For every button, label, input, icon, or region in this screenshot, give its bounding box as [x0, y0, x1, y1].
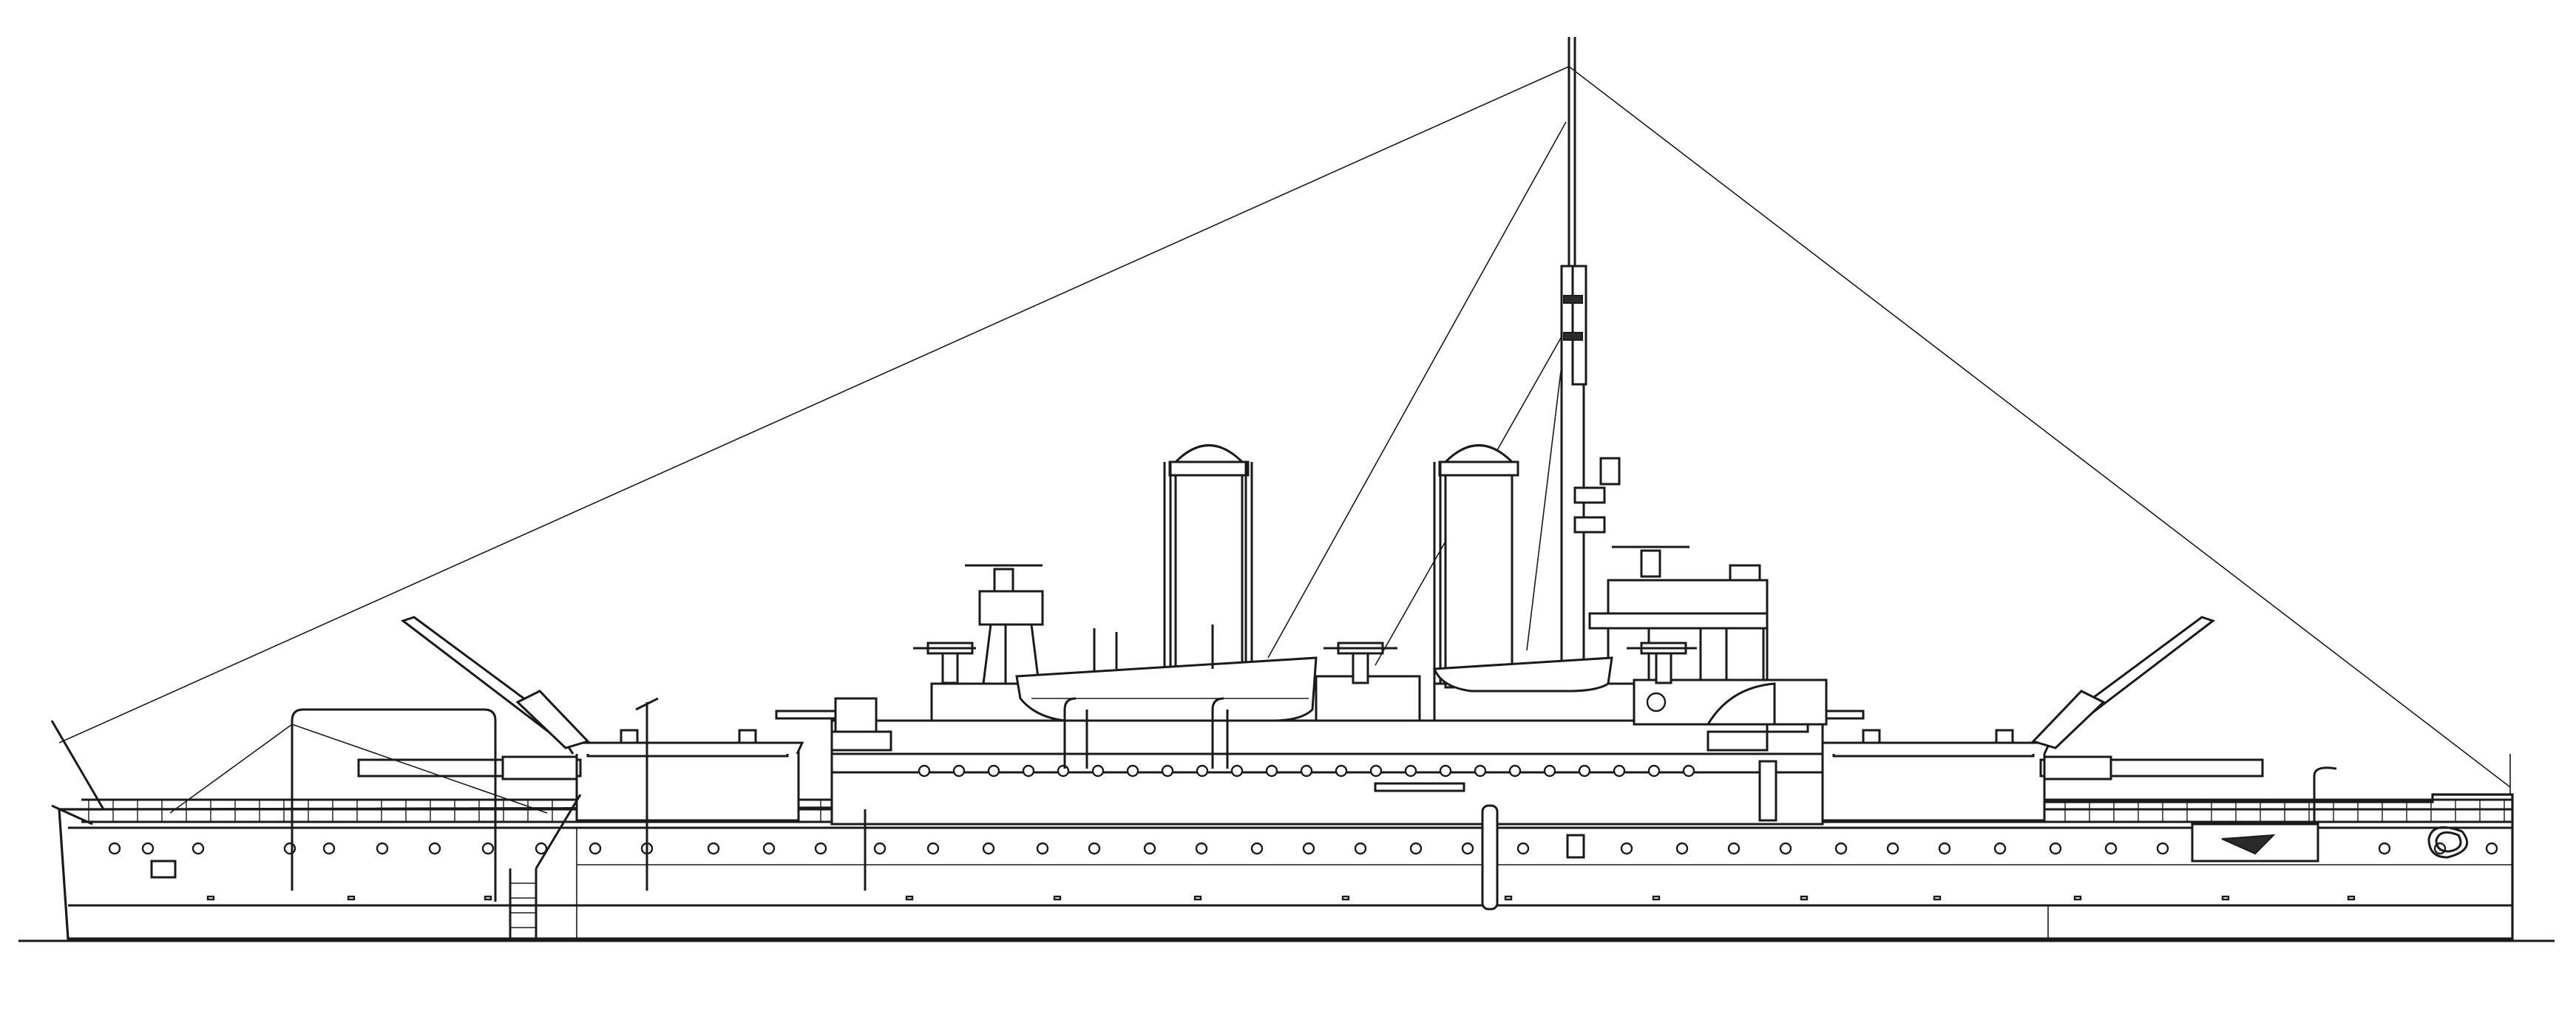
porthole	[1088, 842, 1101, 855]
porthole	[1195, 842, 1208, 855]
after-bridge	[1588, 545, 1828, 726]
scupper	[1800, 895, 1809, 901]
porthole	[1057, 764, 1070, 778]
porthole	[1516, 842, 1530, 855]
porthole	[1196, 764, 1209, 778]
porthole	[376, 842, 389, 855]
scupper	[206, 895, 215, 901]
porthole	[1779, 842, 1792, 855]
forward-funnel	[1163, 444, 1253, 689]
scupper	[2221, 895, 2230, 901]
porthole	[1543, 764, 1556, 778]
porthole	[1620, 842, 1633, 855]
porthole	[2378, 842, 2391, 855]
scupper	[1504, 895, 1513, 901]
porthole	[1091, 764, 1105, 778]
porthole	[535, 842, 548, 855]
forward-boat	[1015, 656, 1318, 722]
porthole	[982, 842, 995, 855]
scupper	[1193, 895, 1202, 901]
porthole	[1354, 842, 1367, 855]
mast	[1560, 37, 1621, 681]
porthole	[762, 842, 776, 855]
porthole	[1143, 842, 1156, 855]
scupper	[484, 895, 492, 901]
porthole	[1439, 764, 1452, 778]
scupper	[1652, 895, 1661, 901]
porthole	[1834, 842, 1848, 855]
porthole	[191, 842, 205, 855]
after-turret	[1811, 616, 2264, 822]
porthole	[1727, 842, 1741, 855]
accommodation-ladder	[509, 794, 582, 939]
scupper	[347, 895, 356, 901]
porthole	[1404, 764, 1417, 778]
porthole	[589, 842, 602, 855]
rigging-stays	[58, 66, 2511, 788]
porthole	[1300, 764, 1313, 778]
porthole	[1335, 764, 1348, 778]
porthole	[141, 842, 155, 855]
porthole	[1302, 842, 1315, 855]
scupper	[1341, 895, 1350, 901]
porthole	[283, 842, 296, 855]
porthole	[1036, 842, 1049, 855]
porthole	[1126, 764, 1139, 778]
porthole	[1682, 764, 1695, 778]
porthole	[1508, 764, 1522, 778]
bow-fittings	[150, 834, 1585, 879]
porthole	[952, 764, 966, 778]
porthole	[926, 842, 940, 855]
porthole	[987, 764, 1000, 778]
porthole	[814, 842, 827, 855]
porthole	[707, 842, 720, 855]
after-boat	[1432, 656, 1613, 693]
forward-turret	[357, 616, 804, 822]
porthole	[322, 842, 336, 855]
scupper	[2347, 895, 2356, 901]
porthole	[1461, 842, 1474, 855]
ships-boats	[1015, 625, 1613, 722]
light-guns	[913, 642, 1697, 684]
porthole	[428, 842, 441, 855]
superstructure-portholes	[918, 764, 1695, 778]
porthole	[1369, 764, 1383, 778]
porthole	[1886, 842, 1899, 855]
porthole	[481, 842, 495, 855]
porthole	[1161, 764, 1174, 778]
forward-searchlight-platform	[965, 564, 1044, 684]
bow-derrick	[169, 697, 867, 902]
porthole	[2104, 842, 2118, 855]
porthole	[1578, 764, 1591, 778]
porthole	[1409, 842, 1423, 855]
porthole	[1265, 764, 1278, 778]
porthole	[2156, 842, 2169, 855]
porthole	[1230, 764, 1244, 778]
after-funnel	[1433, 444, 1519, 689]
scupper	[905, 895, 914, 901]
porthole	[1675, 842, 1689, 855]
porthole	[2049, 842, 2062, 855]
scupper	[2073, 895, 2082, 901]
porthole	[1993, 842, 2007, 855]
porthole	[1647, 764, 1661, 778]
stern-fittings	[2191, 766, 2469, 863]
porthole	[2485, 842, 2498, 855]
porthole	[918, 764, 931, 778]
porthole	[1474, 764, 1487, 778]
hull	[50, 720, 2514, 940]
scupper	[1053, 895, 1062, 901]
porthole	[1022, 764, 1035, 778]
porthole	[1613, 764, 1626, 778]
porthole	[1250, 842, 1264, 855]
boat-davits	[1063, 697, 1229, 769]
porthole	[1938, 842, 1951, 855]
porthole	[108, 842, 121, 855]
porthole	[873, 842, 887, 855]
scupper	[1933, 895, 1942, 901]
